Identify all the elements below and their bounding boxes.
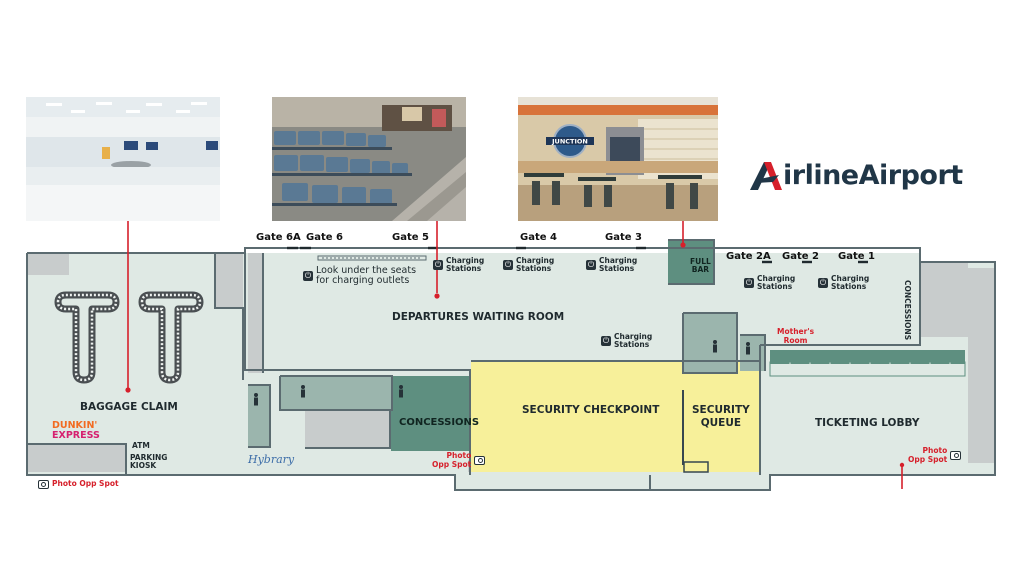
gate-3-label: Gate 3 <box>605 232 642 243</box>
restroom-blocks <box>248 313 765 447</box>
seats-note-line2: for charging outlets <box>316 275 410 286</box>
dunkin-line1: DUNKIN' <box>52 420 98 431</box>
charging-line2: Stations <box>757 282 793 291</box>
plug-icon: ⏻ <box>601 336 611 346</box>
security-queue-label: SECURITY QUEUE <box>692 404 750 430</box>
concessions-main-area <box>391 376 471 451</box>
security-queue-line1: SECURITY <box>692 404 750 416</box>
gate-2a-label: Gate 2A <box>726 251 771 262</box>
baggage-claim-photo <box>26 97 220 221</box>
full-bar-line2: BAR <box>691 265 710 274</box>
security-queue-line2: QUEUE <box>700 417 742 429</box>
plug-icon: ⏻ <box>303 271 313 281</box>
seats-note-line1: Look under the seats <box>316 265 417 276</box>
parking-kiosk-label: PARKING KIOSK <box>130 454 167 470</box>
mothers-room-line2: Room <box>783 335 808 345</box>
photo-opp-mid: Photo Opp Spot <box>432 451 486 469</box>
seats-outlet-note: ⏻ Look under the seats for charging outl… <box>303 266 416 286</box>
plug-icon: ⏻ <box>818 278 828 288</box>
charging-line1: Charging <box>516 256 555 265</box>
mothers-room-label: Mother's Room <box>777 327 815 345</box>
atm-label: ATM <box>132 441 150 450</box>
charging-line2: Stations <box>516 264 552 273</box>
charging-line2: Stations <box>831 282 867 291</box>
logo-wordmark: irlineAirport <box>783 160 963 191</box>
logo-a-mark-icon <box>750 161 782 190</box>
dunkin-express-logo: DUNKIN' EXPRESS <box>52 421 100 441</box>
gate-doors <box>287 246 868 264</box>
charging-line2: Stations <box>446 264 482 273</box>
airline-airport-logo: irlineAirport <box>749 160 963 191</box>
seat-rows <box>317 255 427 261</box>
walls <box>26 239 996 491</box>
baggage-claim-label: BAGGAGE CLAIM <box>80 401 178 413</box>
charging-line1: Charging <box>446 256 485 265</box>
charging-line1: Charging <box>614 332 653 341</box>
photo-opp-mid-line1: Photo <box>446 451 472 460</box>
plug-icon: ⏻ <box>433 260 443 270</box>
gate-6-label: Gate 6 <box>306 232 343 243</box>
mothers-room-line1: Mother's <box>777 327 815 336</box>
gate-2-label: Gate 2 <box>782 251 819 262</box>
security-checkpoint-area <box>471 361 759 472</box>
photo-opp-right: Photo Opp Spot <box>908 446 962 464</box>
gate-5-label: Gate 5 <box>392 232 429 243</box>
photo-opp-left: Photo Opp Spot <box>38 480 119 489</box>
gate-4-label: Gate 4 <box>520 232 557 243</box>
charging-line1: Charging <box>599 256 638 265</box>
plug-icon: ⏻ <box>586 260 596 270</box>
full-bar-label: FULL BAR <box>690 258 711 274</box>
photo-opp-mid-line2: Opp Spot <box>432 459 472 469</box>
full-bar-line1: FULL <box>690 257 711 266</box>
restroom-icons <box>254 340 750 406</box>
security-checkpoint-label: SECURITY CHECKPOINT <box>522 404 660 416</box>
svg-text:JUNCTION: JUNCTION <box>551 138 588 146</box>
charging-line1: Charging <box>757 274 796 283</box>
gate-1-label: Gate 1 <box>838 251 875 262</box>
gate-6a-label: Gate 6A <box>256 232 301 243</box>
service-blocks <box>27 253 995 472</box>
photo-opp-right-line1: Photo <box>922 446 948 455</box>
camera-icon <box>474 456 486 465</box>
hybrary-label: Hybrary <box>248 453 295 466</box>
photo-opp-left-label: Photo Opp Spot <box>52 479 119 489</box>
plug-icon: ⏻ <box>744 278 754 288</box>
junction-cafe-photo: JUNCTION <box>518 97 718 221</box>
charging-line1: Charging <box>831 274 870 283</box>
ticketing-desk <box>770 350 965 364</box>
departures-seating-photo <box>272 97 466 221</box>
departures-label: DEPARTURES WAITING ROOM <box>392 311 565 323</box>
photo-connectors <box>127 221 903 489</box>
concessions-main-label: CONCESSIONS <box>399 417 480 428</box>
parking-line2: KIOSK <box>130 461 157 470</box>
plug-icon: ⏻ <box>503 260 513 270</box>
dunkin-line2: EXPRESS <box>52 430 100 441</box>
parking-line1: PARKING <box>130 453 168 462</box>
ticketing-lobby-label: TICKETING LOBBY <box>815 417 920 429</box>
camera-icon <box>38 480 49 489</box>
photo-opp-right-line2: Opp Spot <box>908 454 948 464</box>
camera-icon <box>950 451 962 460</box>
concessions-side-label: CONCESSIONS <box>903 280 912 341</box>
charging-line2: Stations <box>599 264 635 273</box>
charging-line2: Stations <box>614 340 650 349</box>
